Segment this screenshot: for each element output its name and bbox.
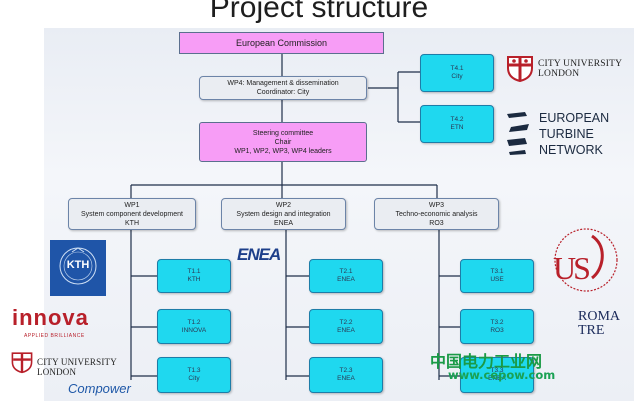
- task-box: T1.1 KTH: [157, 259, 231, 293]
- sevilla-logo-text: US: [553, 250, 591, 286]
- steering-line2: Chair: [274, 138, 292, 146]
- wp2-id: WP2: [275, 201, 292, 209]
- task-id: T1.1: [187, 268, 201, 275]
- wp1-id: WP1: [124, 201, 140, 209]
- etn-turbine-icon: [507, 112, 529, 155]
- etn-line3: NETWORK: [539, 143, 603, 157]
- task-box: T1.2 INNOVA: [157, 309, 231, 344]
- t42-org: ETN: [450, 124, 464, 131]
- t41-org: City: [451, 73, 463, 80]
- kth-crest-icon: [59, 247, 97, 285]
- roma-tre-logo: ROMA TRE: [578, 310, 620, 338]
- t41-box: T4.1 City: [420, 54, 494, 92]
- city-university-top-logo-text: CITY UNIVERSITY LONDON: [538, 59, 622, 79]
- task-org: INNOVA: [181, 326, 207, 334]
- wp2-name: System design and integration: [236, 210, 331, 218]
- slide-title: Project structure: [209, 0, 429, 24]
- wp1-box: WP1 System component development KTH: [68, 198, 196, 230]
- task-id: T3.3: [490, 367, 504, 374]
- steering-committee-box: Steering committee Chair WP1, WP2, WP3, …: [199, 122, 367, 162]
- innova-logo: innova: [12, 305, 89, 330]
- enea-logo: ENEA: [237, 245, 281, 264]
- task-id: T3.1: [490, 268, 504, 275]
- task-box: T3.2 RO3: [460, 309, 534, 344]
- etn-line2: TURBINE: [539, 127, 594, 141]
- wp3-org: RO3: [429, 219, 444, 227]
- wp4-line1: WP4: Management & dissemination: [227, 80, 339, 87]
- wp1-name: System component development: [81, 210, 183, 218]
- kth-logo: KTH: [50, 240, 106, 296]
- city-top-line2: LONDON: [538, 69, 580, 79]
- etn-logo-text: EUROPEAN TURBINE NETWORK: [539, 110, 609, 158]
- kth-logo-text: KTH: [66, 259, 90, 271]
- task-id: T2.2: [339, 318, 353, 326]
- task-box: T1.3 City: [157, 357, 231, 393]
- task-box: T3.3 ENEA: [460, 357, 534, 393]
- task-box: T2.1 ENEA: [309, 259, 383, 293]
- steering-line1: Steering committee: [252, 129, 314, 137]
- universidad-sevilla-seal-icon: [554, 228, 618, 292]
- task-box: T2.2 ENEA: [309, 309, 383, 344]
- t42-box: T4.2 ETN: [420, 105, 494, 143]
- task-id: T1.3: [187, 367, 201, 374]
- european-commission-label: European Commission: [235, 37, 328, 48]
- t41-id: T4.1: [450, 65, 464, 72]
- wp4-line2: Coordinator: City: [256, 89, 310, 96]
- wp1-org: KTH: [125, 219, 139, 227]
- task-org: RO3: [490, 326, 504, 334]
- task-org: USE: [490, 276, 504, 283]
- city-university-bottom-logo-text: CITY UNIVERSITY LONDON: [37, 357, 117, 377]
- task-org: KTH: [187, 276, 201, 283]
- task-id: T2.3: [339, 367, 353, 374]
- task-org: ENEA: [337, 276, 355, 283]
- wp3-id: WP3: [428, 201, 445, 209]
- task-org: ENEA: [337, 326, 355, 334]
- task-org: City: [188, 375, 200, 382]
- task-id: T1.2: [187, 318, 201, 326]
- city-bottom-line1: CITY UNIVERSITY: [37, 357, 117, 367]
- watermark-url: www.cepow.com: [448, 368, 556, 382]
- city-university-crest-icon: [11, 352, 33, 374]
- innova-tagline: APPLIED BRILLIANCE: [24, 333, 85, 339]
- roma-line1: ROMA: [578, 309, 621, 324]
- wp4-box: WP4: Management & dissemination Coordina…: [199, 76, 367, 100]
- etn-line1: EUROPEAN: [539, 111, 610, 125]
- task-org: ENEA: [337, 375, 355, 382]
- task-box: T3.1 USE: [460, 259, 534, 293]
- wp2-org: ENEA: [273, 219, 294, 227]
- task-box: T2.3 ENEA: [309, 357, 383, 393]
- compower-logo: Compower: [68, 381, 131, 396]
- city-top-line1: CITY UNIVERSITY: [538, 59, 623, 69]
- task-org: ENEA: [488, 375, 506, 382]
- wp3-box: WP3 Techno-economic analysis RO3: [374, 198, 499, 230]
- task-id: T2.1: [339, 268, 353, 275]
- t42-id: T4.2: [450, 116, 464, 123]
- roma-line2: TRE: [578, 323, 605, 338]
- steering-line3: WP1, WP2, WP3, WP4 leaders: [234, 147, 332, 155]
- task-id: T3.2: [490, 318, 504, 326]
- city-university-crest-icon: [507, 56, 533, 82]
- watermark-chinese: 中国电力工业网: [430, 352, 543, 371]
- wp3-name: Techno-economic analysis: [395, 210, 478, 218]
- wp2-box: WP2 System design and integration ENEA: [221, 198, 346, 230]
- european-commission-box: European Commission: [179, 32, 384, 54]
- city-bottom-line2: LONDON: [37, 367, 77, 377]
